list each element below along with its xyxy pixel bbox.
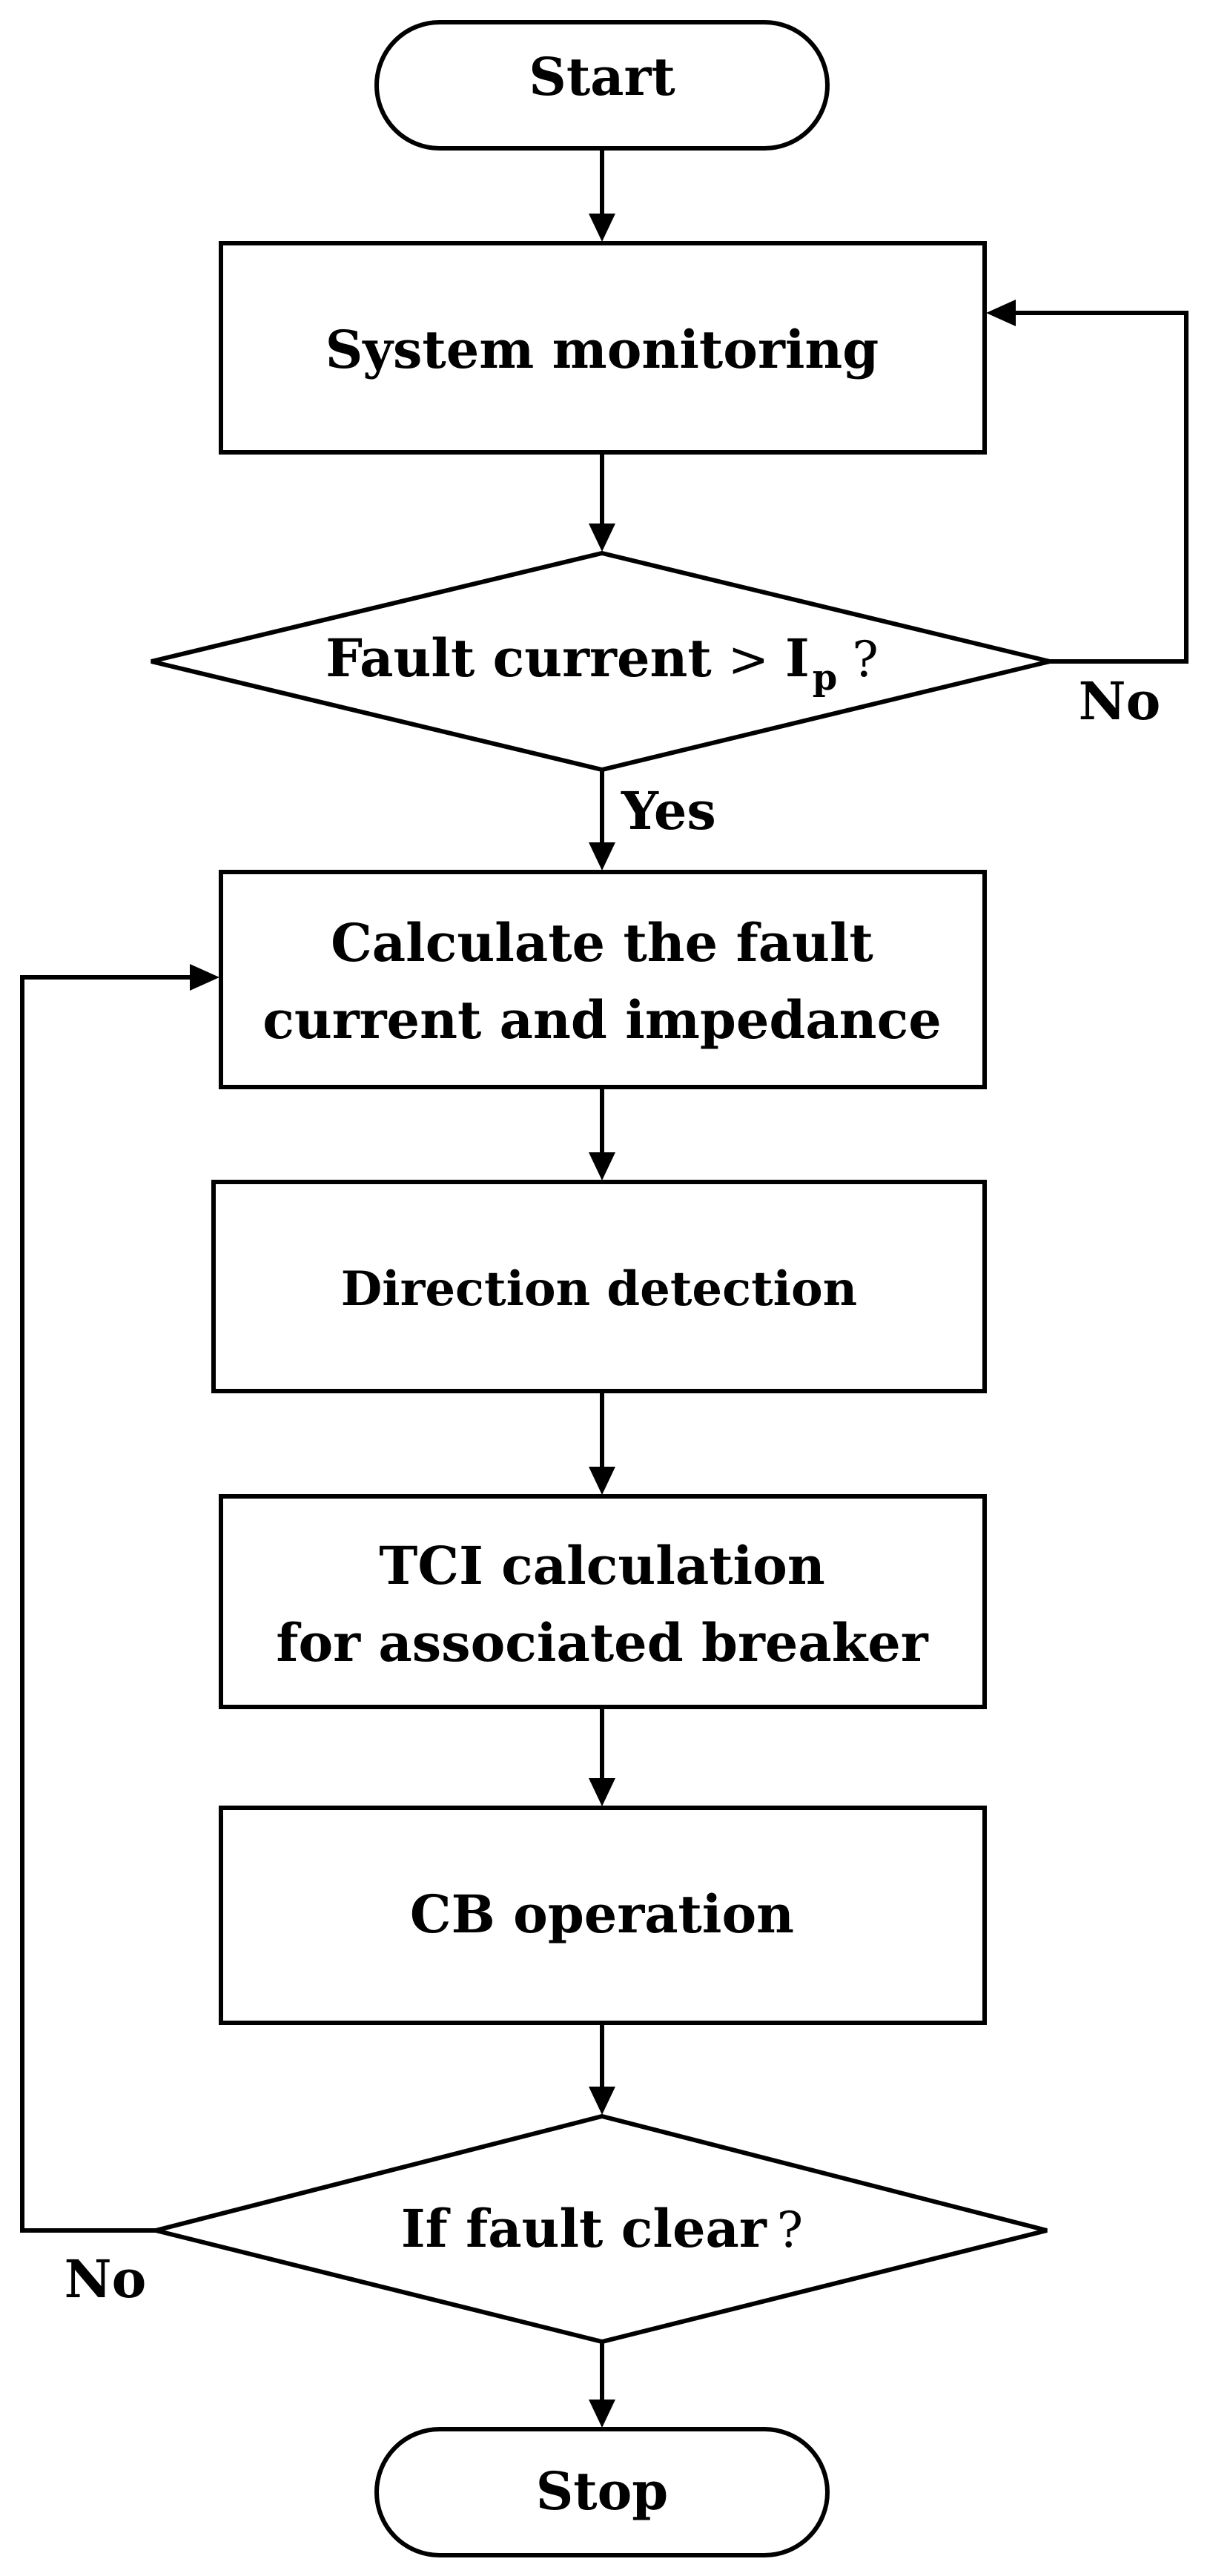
yes-label: Yes	[621, 780, 716, 842]
start-label: Start	[529, 46, 675, 108]
fault-clear-text: If fault clear	[401, 2198, 767, 2259]
fault-clear-question: ?	[777, 2202, 803, 2259]
ip-subscript: p	[813, 657, 838, 699]
connector-decision-to-stop	[589, 2342, 615, 2428]
fault-clear-condition: If fault clear ?	[401, 2198, 803, 2259]
fault-current-text: Fault current	[325, 627, 711, 689]
no-label-top: No	[1079, 670, 1161, 732]
cb-operation-box	[219, 1806, 987, 2025]
calculate-fault-line1: Calculate the fault	[331, 912, 873, 974]
direction-detection-label: Direction detection	[341, 1261, 857, 1317]
tci-calculation-box	[219, 1494, 987, 1709]
fault-current-condition: Fault current > I p ?	[325, 627, 878, 699]
connector-cb-to-decision	[589, 2023, 615, 2115]
cb-operation-label: CB operation	[410, 1883, 794, 1945]
ip-symbol: I	[785, 627, 810, 689]
connector-tci-to-cb	[589, 1707, 615, 1806]
tci-calculation-line1: TCI calculation	[379, 1535, 824, 1596]
connector-direction-to-tci	[589, 1391, 615, 1495]
connector-calculate-to-direction	[589, 1087, 615, 1180]
connector-monitoring-to-decision	[589, 452, 615, 552]
system-monitoring-label: System monitoring	[325, 319, 879, 380]
calculate-fault-box	[219, 870, 987, 1089]
fault-current-question: ?	[852, 631, 878, 688]
no-label-bottom: No	[65, 2248, 147, 2310]
connector-decision-yes-to-calculate	[589, 770, 615, 871]
connector-start-to-monitoring	[589, 148, 615, 242]
direction-detection-box	[211, 1180, 987, 1393]
stop-terminal	[374, 2427, 830, 2557]
calculate-fault-line2: current and impedance	[262, 989, 941, 1051]
loop-no-to-calculate	[20, 964, 219, 2233]
greater-than-symbol: >	[728, 631, 769, 688]
system-monitoring-box	[219, 241, 987, 455]
loop-no-to-monitoring	[986, 300, 1188, 664]
tci-calculation-line2: for associated breaker	[276, 1612, 928, 1674]
stop-label: Stop	[536, 2460, 669, 2522]
